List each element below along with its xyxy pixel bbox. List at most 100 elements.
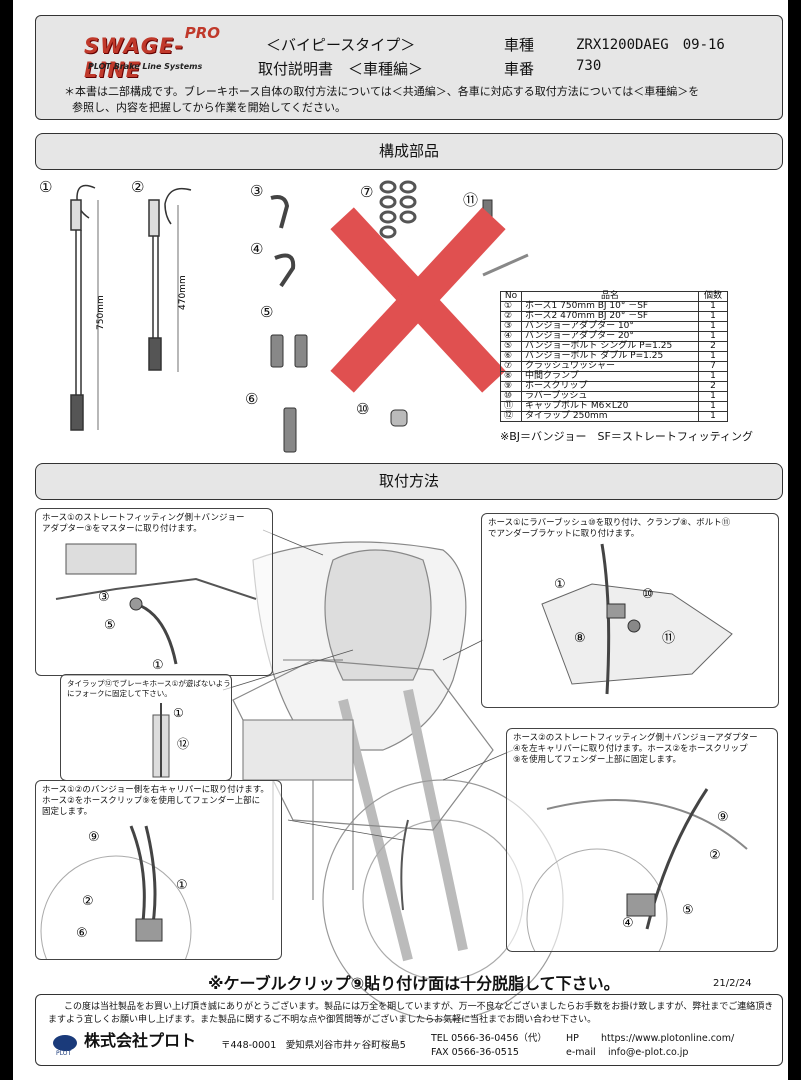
callout-left-caliper-text: ホース②のストレートフィッティング側＋バンジョーアダプター ④を左キャリパーに取… <box>513 733 758 766</box>
legend-note: ※BJ＝バンジョー SF＝ストレートフィッティング <box>500 430 753 443</box>
email-link[interactable]: info@e-plot.co.jp <box>608 1047 689 1058</box>
company-fax: FAX 0566-36-0515 <box>431 1047 519 1058</box>
parts-table-header: No 品名 個数 <box>500 291 728 302</box>
model-value: ZRX1200DAEG 09-16 <box>576 37 725 53</box>
company-name: 株式会社プロト <box>84 1031 197 1050</box>
logo-pro: PRO <box>184 24 220 42</box>
header-note: ＊本書は二部構成です。ブレーキホース自体の取付方法については＜共通編＞、各車に対… <box>64 84 764 116</box>
master-cylinder-drawing: ③ ⑤ ① <box>55 543 257 673</box>
callout-line: ④を左キャリパーに取り付けます。ホース②をホースクリップ <box>513 744 748 754</box>
parts-section-title: 構成部品 <box>35 133 783 170</box>
cell: ホース1 750mm BJ 10° －SF <box>521 301 699 312</box>
tie-wrap-drawing <box>482 253 529 277</box>
cell: 中間クランプ <box>521 371 699 382</box>
adapter-20-drawing <box>274 253 296 288</box>
note-line2: 参照し、内容を把握してから作業を開始してください。 <box>72 101 347 114</box>
company-tel: TEL 0566-36-0456（代） <box>431 1033 547 1044</box>
part-num-6: ⑥ <box>245 390 259 408</box>
cell: ② <box>500 311 522 322</box>
callout-line: でアンダーブラケットに取り付けます。 <box>488 529 640 539</box>
banjo-bolts-single-drawing <box>270 334 308 368</box>
model-key: 車種 <box>504 36 535 54</box>
callout-master-text: ホース①のストレートフィッティング側＋バンジョー アダプター③をマスターに取り付… <box>42 513 244 535</box>
plot-logo-icon: PLOT <box>53 1035 77 1057</box>
cell: ④ <box>500 331 522 342</box>
footer-panel: この度は当社製品をお買い上げ頂き誠にありがとうございます。製品には万全を期してい… <box>35 994 783 1066</box>
cell: ⑤ <box>500 341 522 352</box>
hose-2-length: 470mm <box>178 275 188 310</box>
svg-text:PLOT: PLOT <box>56 1050 71 1057</box>
adapter-10-drawing <box>270 195 290 229</box>
label-9: ⑨ <box>717 810 729 825</box>
email-label: e-mail <box>566 1047 596 1058</box>
hose-1-length: 750mm <box>96 295 106 330</box>
cell: ① <box>500 301 522 312</box>
rubber-bush-drawing <box>390 409 408 427</box>
callout-underbracket: ホース①にラバーブッシュ⑩を取り付け、クランプ⑧、ボルト⑪ でアンダーブラケット… <box>481 513 779 708</box>
cell: ラバーブッシュ <box>521 391 699 402</box>
cell: バンジョーボルト ダブル P=1.25 <box>521 351 699 362</box>
label-1: ① <box>176 878 188 893</box>
cell: ⑨ <box>500 381 522 392</box>
cell: 1 <box>698 351 728 362</box>
instruction-sheet: PRO SWAGE-LINE PLOT Brake Line Systems ＜… <box>13 0 788 1080</box>
cell: 2 <box>698 381 728 392</box>
cell: 1 <box>698 301 728 312</box>
cell: ⑫ <box>500 411 522 422</box>
cell: クラッシュワッシャー <box>521 361 699 372</box>
label-2: ② <box>709 848 721 863</box>
hp-link[interactable]: https://www.plotonline.com/ <box>601 1033 735 1044</box>
issue-date: 21/2/24 <box>713 978 752 989</box>
cell: タイラップ 250mm <box>521 411 699 422</box>
cell: バンジョーボルト シングル P=1.25 <box>521 341 699 352</box>
callout-right-caliper: ホース①②のバンジョー側を右キャリパーに取り付けます。 ホース②をホースクリップ… <box>35 780 282 960</box>
cell: バンジョーアダプター 10° <box>521 321 699 332</box>
cell: キャップボルト M6×L20 <box>521 401 699 412</box>
label-3: ③ <box>98 590 110 605</box>
note-line1: ＊本書は二部構成です。ブレーキホース自体の取付方法については＜共通編＞、各車に対… <box>64 85 700 98</box>
number-value: 730 <box>576 58 602 74</box>
callout-tiewrap-text: タイラップ⑫でブレーキホース①が遊ばないよう にフォークに固定して下さい。 <box>67 679 231 699</box>
cell: 1 <box>698 391 728 402</box>
cell: 1 <box>698 321 728 332</box>
cell: ⑧ <box>500 371 522 382</box>
cell: ⑪ <box>500 401 522 412</box>
label-1: ① <box>152 658 164 673</box>
cell: 1 <box>698 371 728 382</box>
callout-underbracket-text: ホース①にラバーブッシュ⑩を取り付け、クランプ⑧、ボルト⑪ でアンダーブラケット… <box>488 518 730 540</box>
cell: 1 <box>698 331 728 342</box>
callout-line: ホース①のストレートフィッティング側＋バンジョー <box>42 513 245 523</box>
callout-line: 固定します。 <box>42 807 93 817</box>
right-caliper-drawing: ⑨ ② ① ⑥ <box>40 825 192 959</box>
red-cross-mark <box>330 207 506 393</box>
callout-line: ホース①②のバンジョー側を右キャリパーに取り付けます。 <box>42 785 269 795</box>
callout-line: ホース①にラバーブッシュ⑩を取り付け、クランプ⑧、ボルト⑪ <box>488 518 731 528</box>
logo-main: SWAGE-LINE <box>84 34 185 82</box>
thanks-line1: この度は当社製品をお買い上げ頂き誠にありがとうございます。製品には万全を期してい… <box>64 1002 774 1012</box>
cell: ⑦ <box>500 361 522 372</box>
callout-line: タイラップ⑫でブレーキホース①が遊ばないよう <box>67 679 231 688</box>
col-name: 品名 <box>521 291 699 302</box>
callout-line: ホース②のストレートフィッティング側＋バンジョーアダプター <box>513 733 758 743</box>
col-no: No <box>500 291 522 302</box>
label-11: ⑪ <box>662 631 675 646</box>
label-5: ⑤ <box>104 618 116 633</box>
underbracket-drawing: ① ⑩ ⑧ ⑪ <box>541 543 733 695</box>
banjo-bolt-double-drawing <box>283 407 297 453</box>
callout-left-caliper: ホース②のストレートフィッティング側＋バンジョーアダプター ④を左キャリパーに取… <box>506 728 778 952</box>
cell: ホース2 470mm BJ 20° －SF <box>521 311 699 322</box>
part-num-10: ⑩ <box>356 400 370 418</box>
label-4: ④ <box>622 916 634 931</box>
label-6: ⑥ <box>76 926 88 941</box>
type-label: ＜バイピースタイプ＞ <box>266 36 416 54</box>
